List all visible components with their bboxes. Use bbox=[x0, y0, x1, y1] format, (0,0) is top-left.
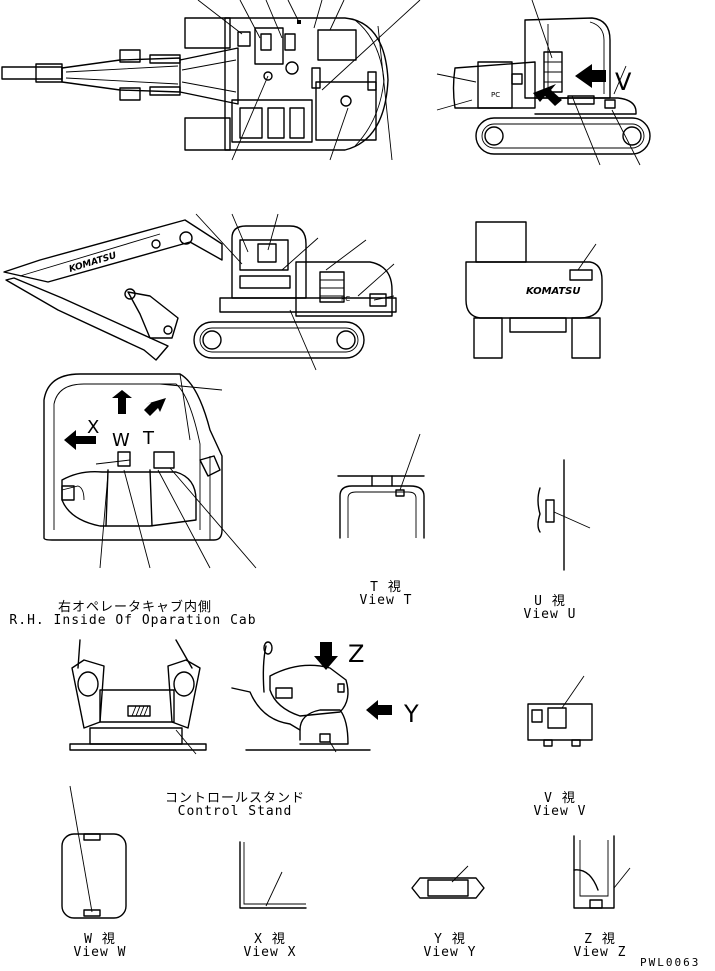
side-view-excavator: KOMATSU PC bbox=[3, 213, 397, 371]
direction-letter-x: X bbox=[87, 417, 99, 438]
view-x-drawing bbox=[239, 841, 307, 909]
top-view-excavator bbox=[1, 0, 421, 161]
view-z-drawing bbox=[573, 835, 631, 909]
view-x-caption-en: View X bbox=[243, 945, 297, 960]
view-w-drawing bbox=[61, 785, 127, 919]
view-t-caption-en: View T bbox=[359, 593, 413, 608]
view-t-caption-jp: T 視 bbox=[370, 580, 402, 595]
control-stand-caption-jp: コントロールスタンド bbox=[164, 791, 305, 806]
view-u-caption-jp: U 視 bbox=[534, 594, 566, 609]
view-z-caption-en: View Z bbox=[573, 945, 627, 960]
view-w-caption-jp: W 視 bbox=[84, 932, 116, 947]
view-y-caption-en: View Y bbox=[423, 945, 477, 960]
pc-marking-rear: PC bbox=[491, 91, 500, 99]
view-y-drawing bbox=[411, 865, 485, 899]
control-stand-drawing: Z Y bbox=[69, 639, 419, 755]
direction-letter-t: T bbox=[142, 428, 155, 449]
view-u-caption-en: View U bbox=[523, 607, 577, 622]
drawing-code: PWL0063 bbox=[640, 956, 701, 969]
rear-view-excavator: KOMATSU bbox=[465, 221, 603, 359]
direction-letter-z: Z bbox=[348, 640, 364, 668]
pc-marking-side: PC bbox=[341, 295, 350, 303]
view-z-caption-jp: Z 視 bbox=[584, 932, 616, 947]
cab-interior-view: X W T bbox=[43, 373, 257, 569]
direction-letter-y: Y bbox=[403, 700, 419, 728]
rear-side-view-excavator: PC V bbox=[436, 0, 651, 166]
view-u-drawing bbox=[537, 459, 591, 571]
view-v-drawing bbox=[527, 675, 593, 747]
view-v-caption-jp: V 視 bbox=[544, 791, 576, 806]
view-y-caption-jp: Y 視 bbox=[434, 932, 466, 947]
view-w-caption-en: View W bbox=[73, 945, 127, 960]
cab-caption-jp: 右オペレータキャブ内側 bbox=[57, 600, 212, 615]
view-t-drawing bbox=[337, 433, 425, 539]
view-v-caption-en: View V bbox=[533, 804, 587, 819]
view-x-caption-jp: X 視 bbox=[254, 932, 286, 947]
direction-letter-w: W bbox=[112, 430, 130, 451]
control-stand-caption-en: Control Stand bbox=[177, 804, 293, 819]
direction-letter-v: V bbox=[615, 68, 632, 96]
rear-brand-mark: KOMATSU bbox=[526, 286, 581, 297]
cab-caption-en: R.H. Inside Of Oparation Cab bbox=[9, 613, 257, 628]
